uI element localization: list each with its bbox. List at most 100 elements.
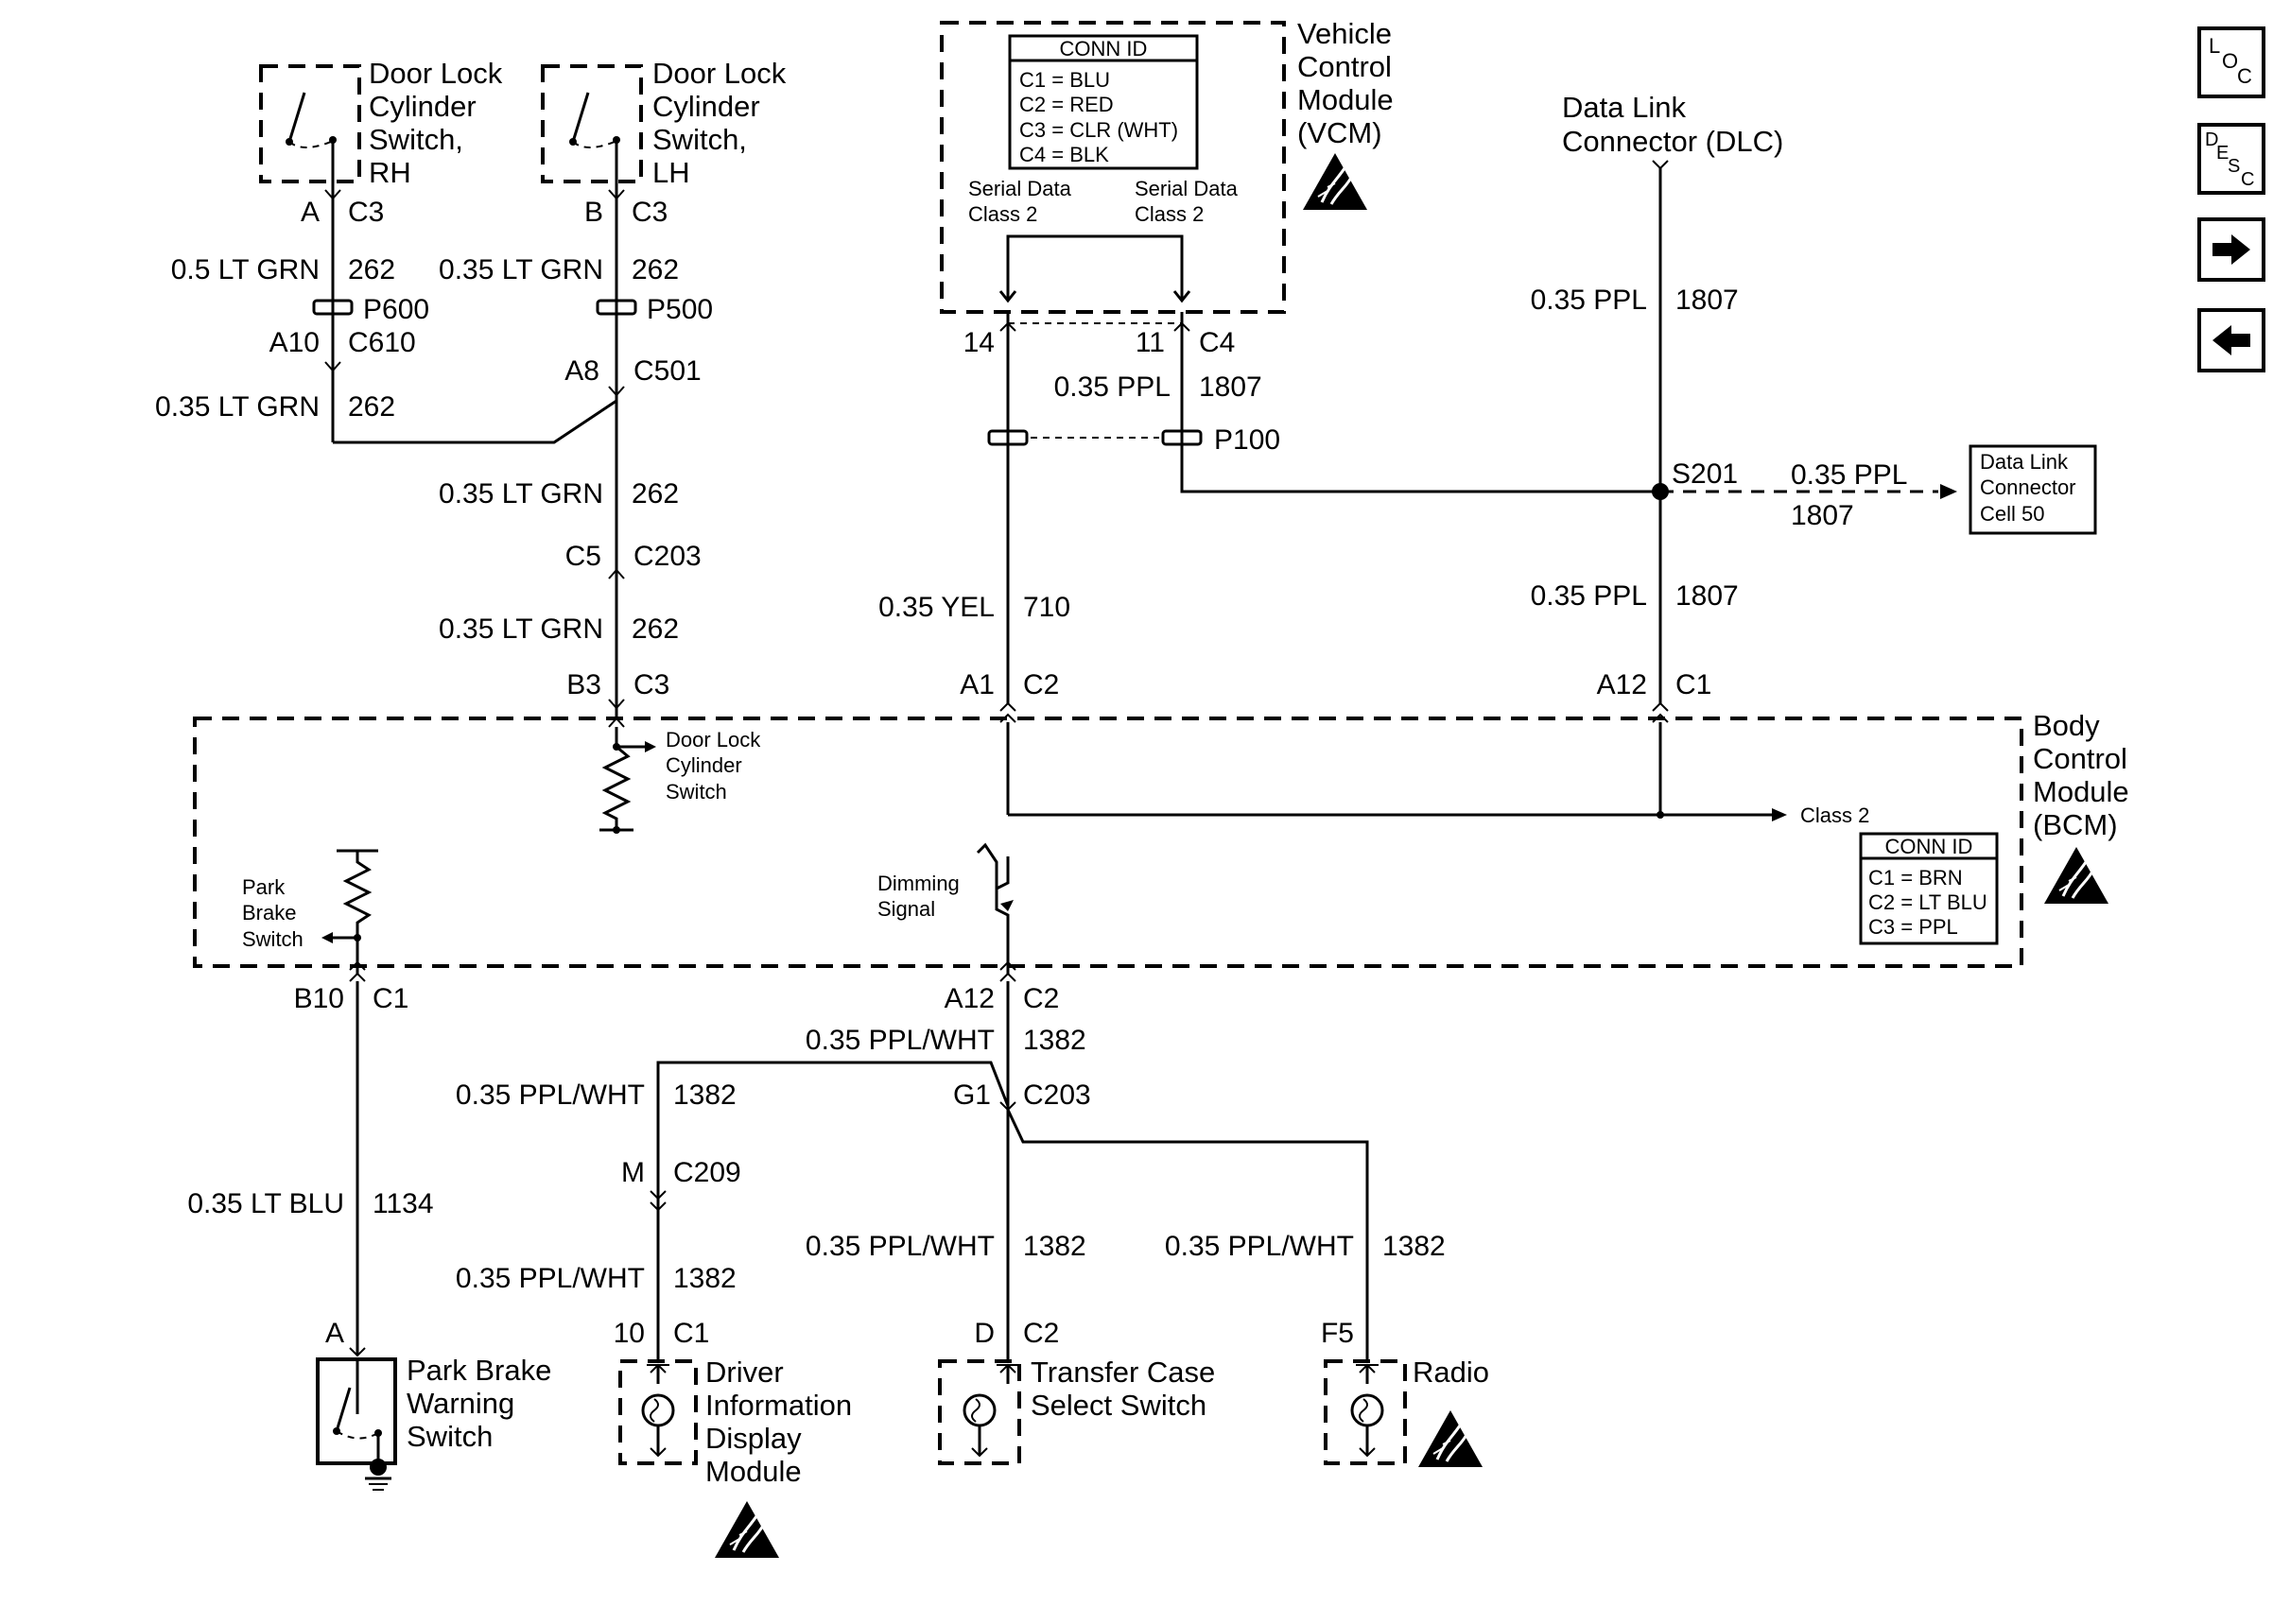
bcm-park-brake-2: Brake xyxy=(242,901,296,924)
bcm-class2-label: Class 2 xyxy=(1800,803,1869,827)
bcm-conn-c2: C2 = LT BLU xyxy=(1868,890,1987,914)
c203-pin: C5 xyxy=(565,541,601,572)
lh-top-gauge: 0.35 LT GRN xyxy=(439,254,603,285)
rh-top-circuit: 262 xyxy=(348,254,395,285)
vcm-conn-c2: C2 = RED xyxy=(1019,93,1114,116)
loc-button[interactable]: L O C xyxy=(2197,26,2265,98)
vcm-c4: C4 xyxy=(1199,327,1235,358)
door-lock-lh-label-2: Cylinder xyxy=(652,90,760,123)
bcm-conn-c1: C1 = BRN xyxy=(1868,866,1963,890)
rh-conn: C3 xyxy=(348,197,384,228)
bcm-a12b-pin: A12 xyxy=(945,983,995,1014)
vcm-label-2: Control xyxy=(1297,50,1392,83)
tcs-pin: D xyxy=(974,1318,995,1349)
radio-label: Radio xyxy=(1413,1356,1489,1389)
desc-e: E xyxy=(2216,143,2229,164)
dim-esd-icon xyxy=(713,1499,781,1560)
rh-mid-gauge: 0.35 LT GRN xyxy=(155,391,320,423)
p500-label: P500 xyxy=(647,294,713,325)
door-lock-rh-label-1: Door Lock xyxy=(369,57,503,90)
bcm-label-1: Body xyxy=(2033,709,2100,742)
p100-inline-connector xyxy=(987,429,1203,446)
loc-c: C xyxy=(2237,64,2252,88)
dlc-ref-line-3: Cell 50 xyxy=(1980,502,2044,526)
rh-pin: A xyxy=(301,197,320,228)
dlc-ref-line-1: Data Link xyxy=(1980,450,2069,474)
dim-center-circuit: 1382 xyxy=(1023,1231,1086,1262)
park-gauge: 0.35 LT BLU xyxy=(187,1188,344,1219)
loc-o: O xyxy=(2222,49,2238,73)
bcm-b10-conn: C1 xyxy=(373,983,408,1014)
bcm-conn-id-title: CONN ID xyxy=(1885,835,1973,858)
desc-button[interactable]: D E S C xyxy=(2197,123,2265,195)
dim-top-gauge: 0.35 PPL/WHT xyxy=(806,1025,995,1056)
door-lock-rh-switch: Door Lock Cylinder Switch, RH xyxy=(259,57,503,189)
desc-s: S xyxy=(2228,156,2240,177)
door-lock-rh-label-2: Cylinder xyxy=(369,90,477,123)
vcm-conn-c1: C1 = BLU xyxy=(1019,68,1110,92)
vcm-pin-11: 11 xyxy=(1136,327,1165,358)
bcm-a12-conn: C1 xyxy=(1675,669,1711,700)
loc-l: L xyxy=(2209,34,2220,58)
bcm-label-3: Module xyxy=(2033,775,2129,808)
radio-pin: F5 xyxy=(1321,1318,1354,1349)
park-circuit: 1134 xyxy=(373,1188,434,1219)
dim-right-gauge: 0.35 PPL/WHT xyxy=(1165,1231,1354,1262)
vcm-conn-id-title: CONN ID xyxy=(1060,37,1148,60)
bcm-door-switch-1: Door Lock xyxy=(666,728,761,752)
dim-center-gauge: 0.35 PPL/WHT xyxy=(806,1231,995,1262)
vcm-11-gauge: 0.35 PPL xyxy=(1054,371,1171,403)
s201-label: S201 xyxy=(1672,458,1738,490)
bcm-b10-pin: B10 xyxy=(294,983,344,1014)
c209-pin: M xyxy=(621,1157,645,1188)
esd-warning-icon xyxy=(1301,151,1369,212)
lh-mid-gauge: 0.35 LT GRN xyxy=(439,478,603,510)
g1-pin: G1 xyxy=(953,1080,991,1111)
lh-low-circuit: 262 xyxy=(632,613,679,645)
vcm-serial-right-2: Class 2 xyxy=(1135,202,1204,226)
vcm-label-1: Vehicle xyxy=(1297,17,1392,50)
dim-left-circuit: 1382 xyxy=(673,1080,737,1111)
bcm-label-4: (BCM) xyxy=(2033,808,2118,841)
vcm-pin-14: 14 xyxy=(963,327,995,358)
radio-module xyxy=(1324,1359,1407,1465)
back-button[interactable] xyxy=(2197,308,2265,372)
p600-label: P600 xyxy=(363,294,429,325)
dlc-reference-box[interactable]: Data Link Connector Cell 50 xyxy=(1969,444,2097,535)
c501-label: C501 xyxy=(633,355,702,387)
dlc-ref-line-2: Connector xyxy=(1980,475,2076,499)
dim-label-3: Display xyxy=(705,1422,802,1455)
bcm-a12b-conn: C2 xyxy=(1023,983,1059,1014)
bcm-a12-pin: A12 xyxy=(1597,669,1647,700)
dlc-top-circuit: 1807 xyxy=(1675,285,1739,316)
rh-mid-circuit: 262 xyxy=(348,391,395,423)
bcm-module: Body Control Module (BCM) Door Lock Cyli… xyxy=(193,709,2129,974)
bcm-dimming-1: Dimming xyxy=(877,872,960,895)
c203-label: C203 xyxy=(633,541,702,572)
park-brake-warning-switch xyxy=(316,1357,397,1491)
tcs-conn: C2 xyxy=(1023,1318,1059,1349)
bcm-a1-pin: A1 xyxy=(960,669,995,700)
dim-left-gauge: 0.35 PPL/WHT xyxy=(456,1080,645,1111)
pbw-label-1: Park Brake xyxy=(407,1354,551,1387)
vcm-module: CONN ID C1 = BLU C2 = RED C3 = CLR (WHT)… xyxy=(940,17,1394,314)
pbw-label-2: Warning xyxy=(407,1387,514,1420)
bcm-park-brake-3: Switch xyxy=(242,927,304,951)
dlc-label-2: Connector (DLC) xyxy=(1562,125,1783,158)
driver-information-display-module xyxy=(618,1359,698,1465)
door-lock-lh-label-3: Switch, xyxy=(652,123,747,156)
door-lock-lh-label-1: Door Lock xyxy=(652,57,787,90)
forward-button[interactable] xyxy=(2197,217,2265,282)
bcm-c3-pin: B3 xyxy=(566,669,601,700)
dim-top-circuit: 1382 xyxy=(1023,1025,1086,1056)
yel-gauge: 0.35 YEL xyxy=(878,592,995,623)
dim-module-pin: 10 xyxy=(614,1318,645,1349)
p600-inline-connector xyxy=(312,299,354,316)
dlc-ref-circuit: 1807 xyxy=(1791,500,1854,531)
lh-low-gauge: 0.35 LT GRN xyxy=(439,613,603,645)
lh-mid-circuit: 262 xyxy=(632,478,679,510)
door-lock-lh-label-4: LH xyxy=(652,156,690,189)
dlc-low-circuit: 1807 xyxy=(1675,580,1739,612)
vcm-serial-left-2: Class 2 xyxy=(968,202,1037,226)
